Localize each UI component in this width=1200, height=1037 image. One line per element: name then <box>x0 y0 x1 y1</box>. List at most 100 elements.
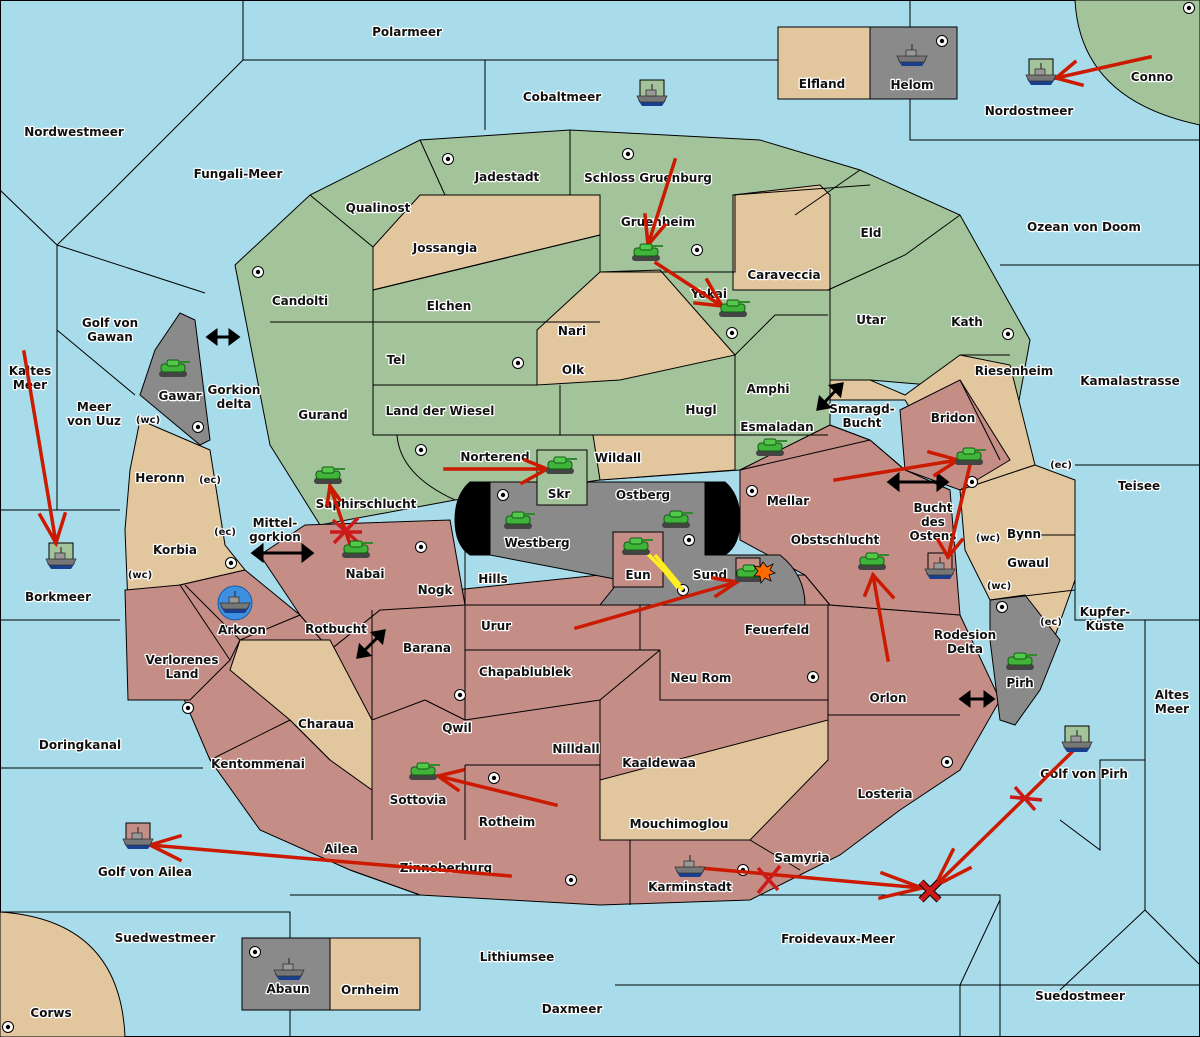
sea-label: Delta <box>947 642 983 656</box>
move-arrow <box>433 767 559 808</box>
territory-label[interactable]: Gruenheim <box>620 214 697 231</box>
sea-label: Lithiumsee <box>480 950 555 964</box>
territory-label[interactable]: Karminstadt <box>647 879 734 896</box>
supply-center-icon <box>807 671 819 683</box>
territory-label[interactable]: Nogk <box>416 582 454 599</box>
territory-label[interactable]: Kath <box>950 314 984 331</box>
territory-label[interactable]: Neu Rom <box>669 670 732 687</box>
territory-label[interactable]: Corws <box>29 1005 73 1022</box>
territory-label[interactable]: Sottovia <box>388 792 447 809</box>
territory-label[interactable]: Nilldall <box>551 741 601 758</box>
territory-label[interactable]: Gurand <box>297 407 349 424</box>
territory-label[interactable]: Land der Wiesel <box>384 403 495 420</box>
territory-label[interactable]: Ostberg <box>615 487 672 504</box>
sea-label: Rotbucht <box>305 622 367 636</box>
territory-label[interactable]: Jadestadt <box>472 169 540 186</box>
explosion-icon <box>753 561 776 584</box>
territory-label[interactable]: Kaaldewaa <box>621 755 697 772</box>
sea-label: von Uuz <box>67 414 121 428</box>
territory-label[interactable]: Ailea <box>323 841 359 858</box>
territory-label[interactable]: Tel <box>385 352 406 369</box>
territory-label[interactable]: Land <box>164 666 199 683</box>
territory-label[interactable]: Arkoon <box>217 622 267 639</box>
territory-label[interactable]: Feuerfeld <box>743 622 810 639</box>
sea-label: Nordostmeer <box>985 104 1074 118</box>
territory-label[interactable]: Mellar <box>766 493 811 510</box>
territory-label[interactable]: Abaun <box>265 981 311 998</box>
territory-label[interactable]: Orlon <box>868 690 908 707</box>
territory-label[interactable]: Norterend <box>459 449 531 466</box>
territory-label[interactable]: Hills <box>477 571 509 588</box>
sea-label: Suedostmeer <box>1035 989 1125 1003</box>
territory-label[interactable]: Ornheim <box>340 982 400 999</box>
territory-label[interactable]: Gawar <box>157 388 203 405</box>
supply-center-icon <box>415 444 427 456</box>
territory-label[interactable]: Amphi <box>745 381 791 398</box>
sea-label: gorkion <box>249 530 301 544</box>
territory-label[interactable]: Candolti <box>271 293 330 310</box>
sea-label: Meer <box>77 400 111 414</box>
territory-label[interactable]: Nabai <box>344 566 385 583</box>
territory-labels: Elfland Helom Conno Jadestadt Schloss Gr… <box>29 69 1175 1022</box>
territory-label[interactable]: Esmaladan <box>739 419 815 436</box>
supply-center-icon <box>1183 2 1195 14</box>
territory-label[interactable]: Saphirschlucht <box>314 496 418 513</box>
territory-label[interactable]: Westberg <box>503 535 571 552</box>
coast-labels: (wc) (ec) (ec) (wc) (ec) (wc) (wc) (ec) <box>127 414 1074 630</box>
territory-label[interactable]: Qualinost <box>344 200 411 217</box>
territory-label[interactable]: Conno <box>1130 69 1175 86</box>
territory-label[interactable]: Eun <box>624 567 652 584</box>
territory-label[interactable]: Verlorenes <box>144 652 219 669</box>
territory-label[interactable]: Riesenheim <box>973 363 1054 380</box>
coast-label: (ec) <box>1040 617 1062 628</box>
territory-label[interactable]: Schloss Gruenburg <box>583 170 713 187</box>
double-arrow-icon <box>816 382 844 411</box>
territory-label[interactable]: Pirh <box>1005 675 1035 692</box>
territory-label[interactable]: Jossangia <box>411 240 479 257</box>
territory-label[interactable]: Utar <box>855 312 887 329</box>
sea-label: Fungali-Meer <box>194 167 283 181</box>
territory-label[interactable]: Wildall <box>594 450 643 467</box>
supply-center-icon <box>225 557 237 569</box>
territory-label[interactable]: Caraveccia <box>746 267 822 284</box>
move-arrow <box>21 349 68 548</box>
territory-label[interactable]: Kentommenai <box>210 756 306 773</box>
territory-label[interactable]: Bridon <box>929 410 976 427</box>
territory-label[interactable]: Olk <box>561 362 587 379</box>
territory-label[interactable]: Qwil <box>441 720 473 737</box>
territory-label[interactable]: Helom <box>889 77 935 94</box>
territory-label[interactable]: Eld <box>859 225 882 242</box>
territory-label[interactable]: Korbia <box>152 542 199 559</box>
sea-label: Golf von <box>82 316 138 330</box>
sea-label: Nordwestmeer <box>24 125 124 139</box>
move-arrow <box>935 462 973 561</box>
supply-center-icon <box>415 541 427 553</box>
failed-order-markers <box>330 516 1043 895</box>
territory-label[interactable]: Elchen <box>425 298 472 315</box>
territory-label[interactable]: Obstschlucht <box>789 532 880 549</box>
land-masses <box>124 129 1076 906</box>
territory-label[interactable]: Heronn <box>134 470 186 487</box>
territory-label[interactable]: Elfland <box>798 76 847 93</box>
territory-label[interactable]: Nari <box>557 323 588 340</box>
territory-label[interactable]: Charaua <box>297 716 356 733</box>
sea-label: Golf von Pirh <box>1040 767 1128 781</box>
territory-label[interactable]: Rotheim <box>477 814 536 831</box>
move-arrow <box>324 481 355 553</box>
territory-label[interactable]: Chapablublek <box>478 664 574 681</box>
territory-label[interactable]: Skr <box>546 486 571 503</box>
territory-label[interactable]: Losteria <box>856 786 914 803</box>
supply-center-icon <box>936 35 948 47</box>
territory-label[interactable]: Urur <box>480 618 513 635</box>
territory-label[interactable]: Samyria <box>773 850 831 867</box>
supply-center-icon <box>565 874 577 886</box>
cut-mark-icon <box>756 864 782 895</box>
supply-center-icon <box>249 946 261 958</box>
territory-label[interactable]: Barana <box>402 640 452 657</box>
territory-label[interactable]: Gwaul <box>1006 555 1050 572</box>
territory-label[interactable]: Hugl <box>684 402 718 419</box>
territory-label[interactable]: Mouchimoglou <box>628 816 729 833</box>
sea-label: Doringkanal <box>39 738 121 752</box>
territory-label[interactable]: Bynn <box>1006 526 1043 543</box>
